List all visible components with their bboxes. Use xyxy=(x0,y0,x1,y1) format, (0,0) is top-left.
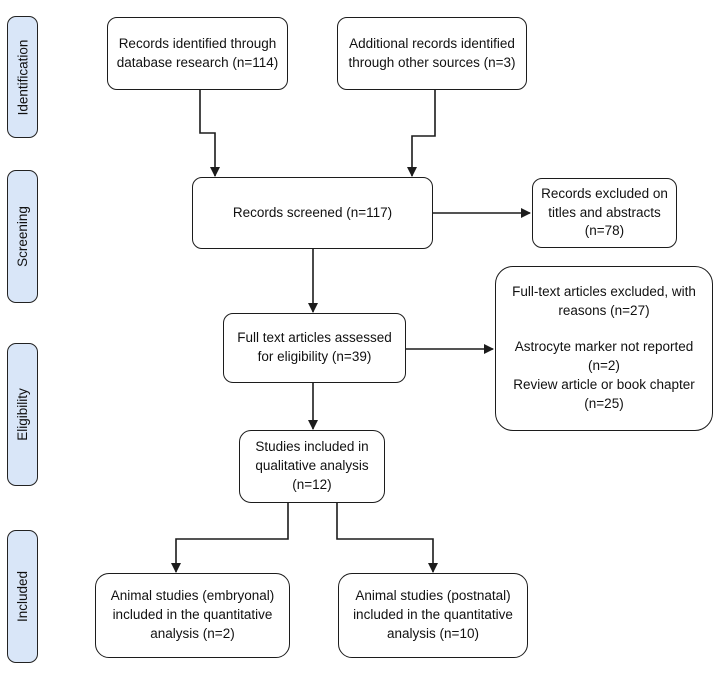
node-qualitative-included: Studies included in qualitative analysis… xyxy=(239,430,385,503)
node-records-screened-text: Records screened (n=117) xyxy=(232,204,393,220)
node-records-identified: Records identified through database rese… xyxy=(107,17,288,90)
arrow-qualitative-to-postnatal xyxy=(336,503,438,573)
stage-eligibility-label: Eligibility xyxy=(15,388,30,441)
node-records-excluded: Records excluded on titles and abstracts… xyxy=(532,178,677,248)
stage-identification: Identification xyxy=(7,16,38,138)
stage-included: Included xyxy=(7,530,38,663)
arrow-qualitative-to-embryonal xyxy=(171,503,289,573)
node-fulltext-assessed-text: Full text articles assessed for eligibil… xyxy=(237,330,392,364)
node-fulltext-assessed: Full text articles assessed for eligibil… xyxy=(223,313,406,383)
node-fulltext-excluded-reason-1: Astrocyte marker not reported (n=2) xyxy=(514,339,694,373)
stage-identification-label: Identification xyxy=(15,39,30,115)
node-additional-records: Additional records identified through ot… xyxy=(337,17,527,90)
node-quantitative-postnatal-text: Animal studies (postnatal) included in t… xyxy=(353,588,513,641)
stage-screening: Screening xyxy=(7,170,38,303)
node-fulltext-excluded: Full-text articles excluded, with reason… xyxy=(495,266,713,431)
node-qualitative-included-text: Studies included in qualitative analysis… xyxy=(255,439,369,492)
node-additional-records-text: Additional records identified through ot… xyxy=(348,35,516,70)
arrow-identified-to-screened xyxy=(199,90,220,177)
node-quantitative-embryonal-text: Animal studies (embryonal) included in t… xyxy=(110,588,275,641)
node-quantitative-embryonal: Animal studies (embryonal) included in t… xyxy=(95,573,290,658)
stage-screening-label: Screening xyxy=(15,206,31,267)
node-fulltext-excluded-reason-2: Review article or book chapter (n=25) xyxy=(513,376,695,411)
node-records-excluded-text: Records excluded on titles and abstracts… xyxy=(541,185,668,239)
stage-included-label: Included xyxy=(15,570,31,623)
node-quantitative-postnatal: Animal studies (postnatal) included in t… xyxy=(338,573,528,658)
stage-eligibility: Eligibility xyxy=(7,343,38,486)
arrow-additional-to-screened xyxy=(407,90,436,177)
node-fulltext-excluded-header: Full-text articles excluded, with reason… xyxy=(512,284,696,319)
node-records-identified-text: Records identified through database rese… xyxy=(116,35,279,70)
node-records-screened: Records screened (n=117) xyxy=(192,177,433,249)
